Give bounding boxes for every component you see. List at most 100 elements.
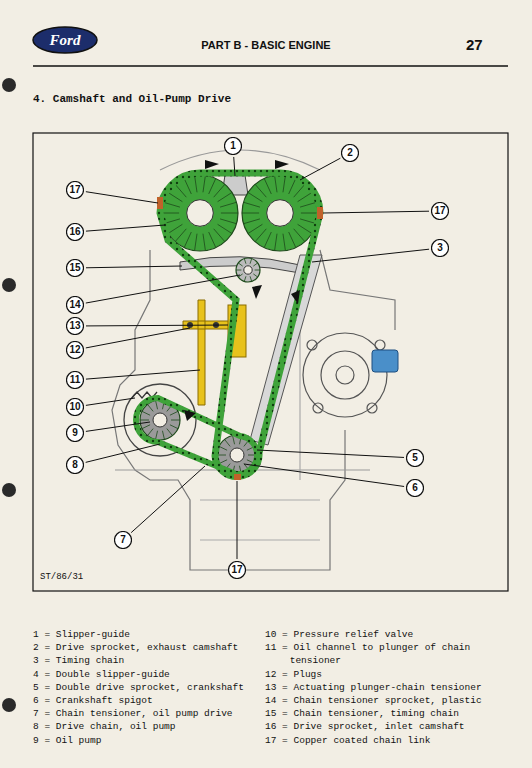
sprocket-tooth (220, 219, 236, 224)
key-entry: 2 = Drive sprocket, exhaust camshaft (33, 641, 268, 654)
callout-number: 9 (66, 424, 84, 442)
sprocket-tooth (156, 401, 158, 410)
sprocket-tooth (248, 224, 262, 233)
callout-number: 13 (66, 317, 84, 335)
sprocket-tooth (170, 411, 178, 415)
sprocket-tooth (209, 232, 216, 248)
sprocket-tooth (156, 431, 158, 440)
callout-text: 10 (66, 398, 84, 416)
callout-number: 6 (406, 479, 424, 497)
leader-line (244, 464, 404, 486)
page-number: 27 (466, 36, 483, 53)
sprocket-tooth (195, 175, 197, 192)
callout-text: 8 (66, 456, 84, 474)
leader-line (86, 192, 158, 203)
leader-lines (86, 157, 429, 559)
sprocket-tooth (275, 234, 277, 251)
sprocket-tooth (148, 429, 154, 436)
engine-block (112, 150, 395, 570)
callout-number: 5 (406, 449, 424, 467)
callout-text: 2 (341, 144, 359, 162)
punch-holes (2, 78, 16, 712)
sprocket-tooth (195, 234, 197, 251)
sprocket-tooth (298, 192, 312, 201)
key-entry: 8 = Drive chain, oil pump (33, 720, 268, 733)
sprocket-tooth (209, 178, 216, 194)
callout-number: 17 (228, 561, 246, 579)
sprocket-tooth (253, 263, 257, 266)
sprocket-tooth (255, 229, 266, 242)
sprocket-hub (153, 413, 167, 427)
figure-code: ST/86/31 (40, 572, 83, 582)
sprocket-tooth (162, 431, 164, 440)
figure-title: 4. Camshaft and Oil-Pump Drive (33, 93, 231, 105)
callout-text: 12 (66, 341, 84, 359)
leader-line (323, 211, 429, 213)
key-entry: 10 = Pressure relief valve (265, 628, 500, 641)
leader-line (86, 266, 182, 268)
sprocket-tooth (203, 234, 205, 251)
callout-text: 16 (66, 223, 84, 241)
sprocket-tooth (162, 213, 179, 214)
sprocket-tooth (218, 192, 232, 201)
callout-text: 11 (66, 371, 84, 389)
sprocket-tooth (171, 420, 180, 421)
sprocket-tooth (140, 420, 149, 421)
sprocket-tooth (168, 224, 182, 233)
sprocket-tooth (184, 178, 191, 194)
sensor (372, 350, 398, 372)
sprocket-tooth (170, 425, 178, 429)
sprocket-tooth (283, 175, 285, 192)
sprocket-tooth (175, 229, 186, 242)
callout-number: 12 (66, 341, 84, 359)
key-entry: 12 = Plugs (265, 668, 500, 681)
sprocket-tooth (203, 175, 205, 192)
page-header: PART B - BASIC ENGINE (201, 39, 330, 51)
callout-text: 13 (66, 317, 84, 335)
key-entry: 15 = Chain tensioner, timing chain (265, 707, 500, 720)
key-entry: 9 = Oil pump (33, 734, 268, 747)
leader-line (86, 275, 240, 303)
copper-links (157, 197, 323, 480)
callout-text: 5 (406, 449, 424, 467)
sprocket-tooth (275, 175, 277, 192)
oil-pump-chain (136, 398, 257, 474)
callout-number: 17 (431, 202, 449, 220)
callout-text: 7 (114, 531, 132, 549)
sprocket-tooth (142, 425, 150, 429)
key-entry: 17 = Copper coated chain link (265, 734, 500, 747)
leader-line (86, 444, 160, 462)
key-column: 1 = Slipper-guide2 = Drive sprocket, exh… (33, 628, 268, 747)
leader-line (300, 158, 340, 180)
callout-text: 14 (66, 296, 84, 314)
callout-number: 11 (66, 371, 84, 389)
callout-text: 6 (406, 479, 424, 497)
sprocket-tooth (236, 270, 241, 271)
key-entry: 7 = Chain tensioner, oil pump drive (33, 707, 268, 720)
water-pump (303, 333, 387, 417)
callout-number: 15 (66, 259, 84, 277)
sprocket-tooth (255, 184, 266, 197)
ford-logo: Ford (50, 32, 81, 49)
key-column: 10 = Pressure relief valve11 = Oil chann… (265, 628, 500, 747)
sprocket-tooth (294, 229, 305, 242)
callout-text: 17 (66, 181, 84, 199)
sprocket-tooth (289, 232, 296, 248)
sprocket-hub (267, 200, 294, 227)
key-entry: 16 = Drive sprocket, inlet camshaft (265, 720, 500, 733)
callout-number: 16 (66, 223, 84, 241)
sprocket-tooth (168, 192, 182, 201)
sprocket-tooth (175, 184, 186, 197)
sprocket-tooth (164, 202, 180, 207)
sprocket-hub (187, 200, 214, 227)
sprocket-tooth (298, 224, 312, 233)
sprocket-tooth (242, 213, 259, 214)
key-entry: 5 = Double drive sprocket, crankshaft (33, 681, 268, 694)
sprocket-hub (244, 266, 252, 274)
sprocket-tooth (221, 213, 238, 214)
sprocket-tooth (218, 224, 232, 233)
leader-line (234, 157, 235, 176)
leader-line (312, 249, 429, 262)
sprocket-hub (230, 448, 244, 462)
leader-line (86, 225, 165, 231)
